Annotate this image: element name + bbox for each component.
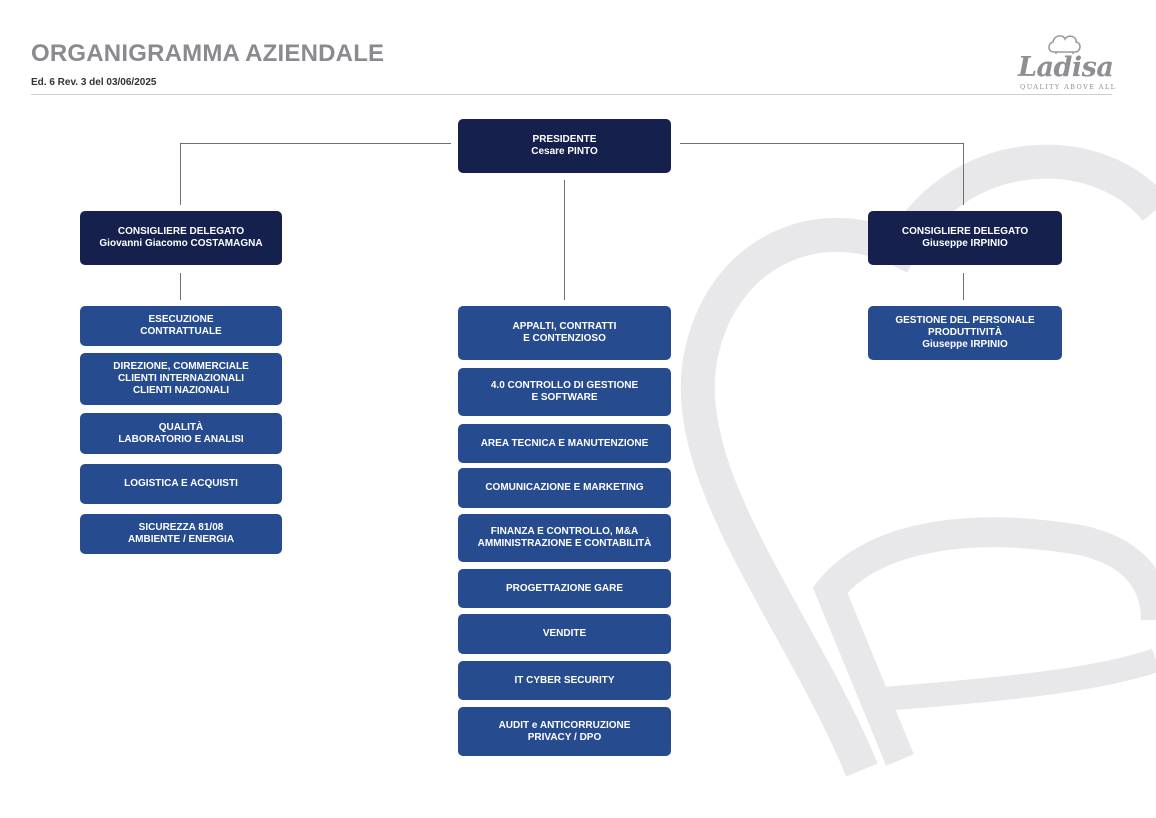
box-role: PRESIDENTE [532,134,597,145]
unit-line: AMMINISTRAZIONE E CONTABILITÀ [477,538,652,549]
edition-label: Ed. 6 Rev. 3 del 03/06/2025 [31,77,157,88]
connector-line [180,143,451,144]
unit-box: AREA TECNICA E MANUTENZIONE [458,424,671,463]
box-name: Giovanni Giacomo COSTAMAGNA [99,238,263,249]
logo-tagline: QUALITY ABOVE ALL [1020,83,1117,91]
box-role: CONSIGLIERE DELEGATO [901,226,1029,237]
unit-line: E SOFTWARE [531,392,598,403]
unit-box: IT CYBER SECURITY [458,661,671,700]
unit-box: APPALTI, CONTRATTI E CONTENZIOSO [458,306,671,360]
connector-line [564,180,565,300]
unit-box: AUDIT e ANTICORRUZIONE PRIVACY / DPO [458,707,671,756]
unit-line: LOGISTICA E ACQUISTI [124,478,238,489]
unit-box: FINANZA E CONTROLLO, M&A AMMINISTRAZIONE… [458,514,671,562]
box-name: Cesare PINTO [531,146,598,157]
president-box: PRESIDENTE Cesare PINTO [458,119,671,173]
unit-line: AUDIT e ANTICORRUZIONE [498,719,631,731]
unit-line: DIREZIONE, COMMERCIALE [113,361,249,372]
unit-line: COMUNICAZIONE E MARKETING [485,482,644,493]
unit-box: PROGETTAZIONE GARE [458,569,671,608]
unit-line: PRIVACY / DPO [527,731,602,743]
unit-box: LOGISTICA E ACQUISTI [80,464,282,504]
page-title: ORGANIGRAMMA AZIENDALE [31,40,385,67]
unit-line: CLIENTI NAZIONALI [132,385,230,396]
unit-line: AMBIENTE / ENERGIA [127,534,235,545]
unit-line: AREA TECNICA E MANUTENZIONE [480,437,649,449]
right-delegate-box: CONSIGLIERE DELEGATO Giuseppe IRPINIO [868,211,1062,265]
unit-line: FINANZA E CONTROLLO, M&A [490,526,639,537]
unit-line: SICUREZZA 81/08 [138,522,224,533]
unit-line: PRODUTTIVITÀ [928,327,1002,338]
unit-box: ESECUZIONE CONTRATTUALE [80,306,282,346]
chef-hat-icon [1048,35,1081,54]
unit-line: E CONTENZIOSO [523,333,606,344]
unit-line: LABORATORIO E ANALISI [118,433,244,445]
unit-box: 4.0 CONTROLLO DI GESTIONE E SOFTWARE [458,368,671,416]
unit-line: 4.0 CONTROLLO DI GESTIONE [490,380,639,391]
unit-line: PROGETTAZIONE GARE [505,582,624,594]
unit-line: CONTRATTUALE [140,326,222,337]
unit-line: IT CYBER SECURITY [514,674,615,686]
connector-line [180,273,181,300]
unit-box: SICUREZZA 81/08 AMBIENTE / ENERGIA [80,514,282,554]
unit-line: APPALTI, CONTRATTI [512,321,617,332]
box-name: Giuseppe IRPINIO [922,238,1008,249]
ladisa-logo: Ladisa QUALITY ABOVE ALL [1012,30,1116,94]
unit-line: CLIENTI INTERNAZIONALI [117,373,245,384]
unit-box: QUALITÀ LABORATORIO E ANALISI [80,413,282,454]
connector-line [680,143,964,144]
box-role: CONSIGLIERE DELEGATO [117,226,245,237]
unit-box: DIREZIONE, COMMERCIALE CLIENTI INTERNAZI… [80,353,282,405]
logo-wordmark: Ladisa [1018,52,1114,83]
unit-line: QUALITÀ [158,421,204,433]
unit-box: VENDITE [458,614,671,654]
unit-line: GESTIONE DEL PERSONALE [895,315,1035,326]
unit-line: Giuseppe IRPINIO [922,339,1008,350]
unit-box: GESTIONE DEL PERSONALE PRODUTTIVITÀ Gius… [868,306,1062,360]
unit-line: ESECUZIONE [148,314,214,325]
header-divider [31,94,1112,95]
connector-line [963,143,964,205]
unit-box: COMUNICAZIONE E MARKETING [458,468,671,508]
connector-line [963,273,964,300]
unit-line: VENDITE [542,628,587,639]
left-delegate-box: CONSIGLIERE DELEGATO Giovanni Giacomo CO… [80,211,282,265]
connector-line [180,143,181,205]
